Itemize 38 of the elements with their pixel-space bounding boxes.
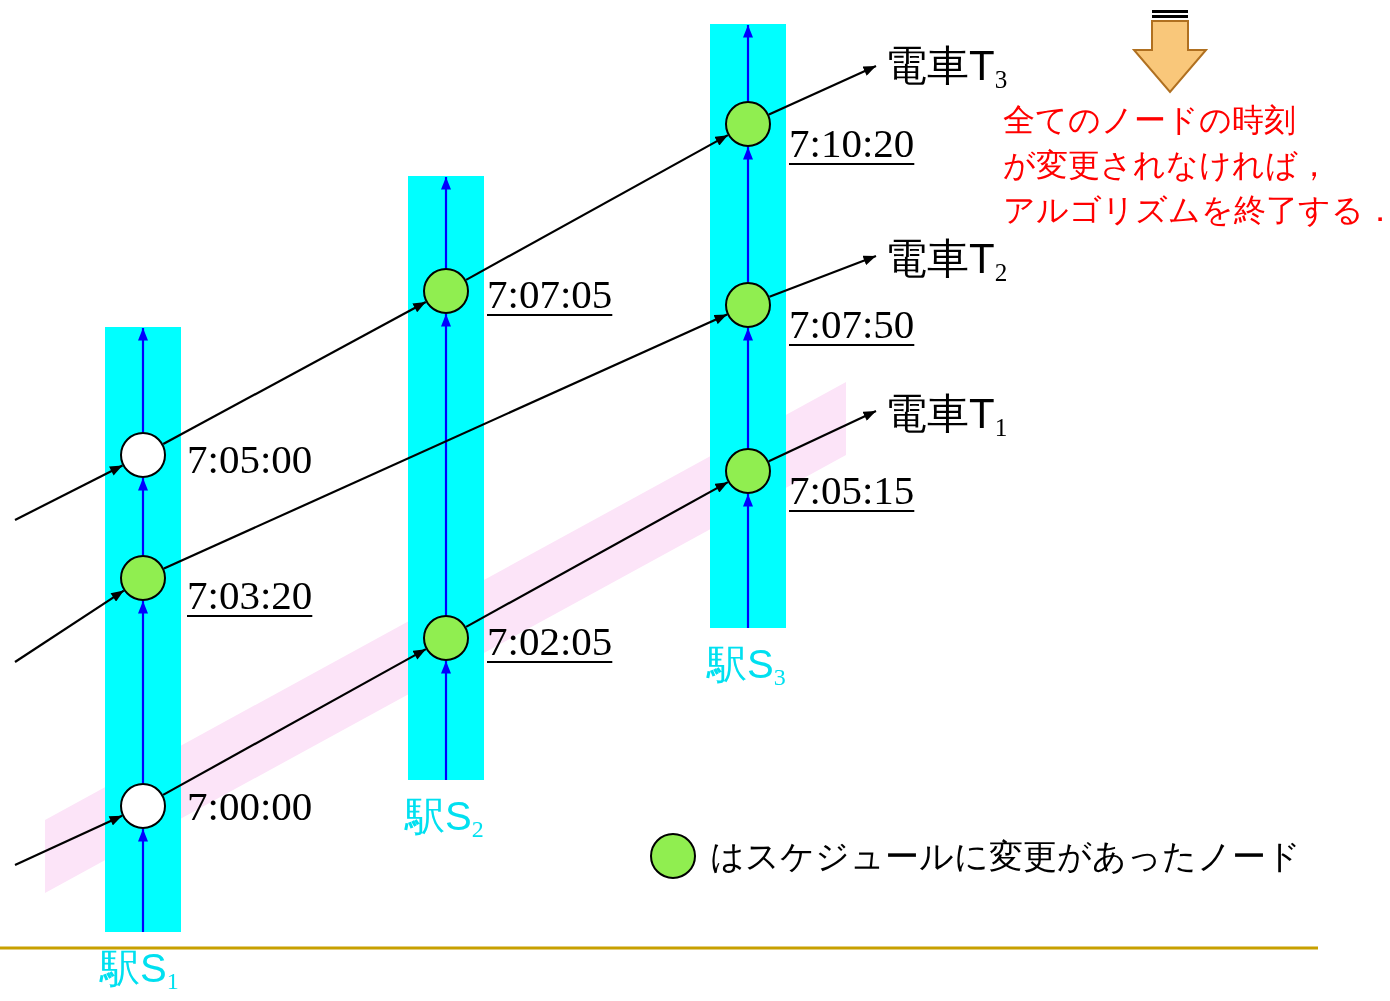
arrow — [14, 814, 123, 866]
arrow — [138, 601, 148, 783]
arrow — [138, 829, 148, 932]
time-label: 7:07:05 — [487, 272, 613, 316]
station-label: 駅S$_{3}$ — [707, 641, 786, 693]
arrow — [162, 301, 427, 445]
arrow — [138, 328, 148, 432]
arrow — [465, 481, 729, 628]
arrow — [743, 147, 753, 282]
arrow — [769, 254, 877, 298]
train-label: 電車T$_{2}$ — [885, 233, 1008, 299]
station-label: 駅S$_{1}$ — [100, 945, 179, 997]
arrow — [441, 661, 451, 780]
arrow — [743, 25, 753, 101]
time-label: 7:05:15 — [789, 468, 915, 512]
arrow — [743, 494, 753, 628]
arrow — [441, 177, 451, 268]
station-label: 駅S$_{2}$ — [405, 793, 484, 845]
arrow — [441, 314, 451, 615]
arrow — [743, 328, 753, 448]
time-label: 7:02:05 — [487, 619, 613, 663]
arrow — [163, 313, 728, 570]
time-label: 7:05:00 — [187, 437, 313, 481]
train-label: 電車T$_{1}$ — [885, 388, 1008, 454]
arrow — [14, 464, 123, 521]
note-text: が変更されなければ， — [1003, 146, 1330, 185]
time-label: 7:03:20 — [187, 573, 313, 617]
arrow — [768, 410, 877, 463]
arrow — [465, 134, 729, 281]
arrow — [14, 589, 125, 663]
time-label: 7:07:50 — [789, 302, 915, 346]
time-label: 7:10:20 — [789, 121, 915, 165]
note-text: アルゴリズムを終了する． — [1003, 191, 1390, 230]
arrow — [162, 648, 427, 796]
arrow — [138, 478, 148, 555]
legend-text: はスケジュールに変更があったノード — [710, 836, 1301, 877]
arrow — [768, 65, 877, 116]
time-label: 7:00:00 — [187, 784, 313, 828]
